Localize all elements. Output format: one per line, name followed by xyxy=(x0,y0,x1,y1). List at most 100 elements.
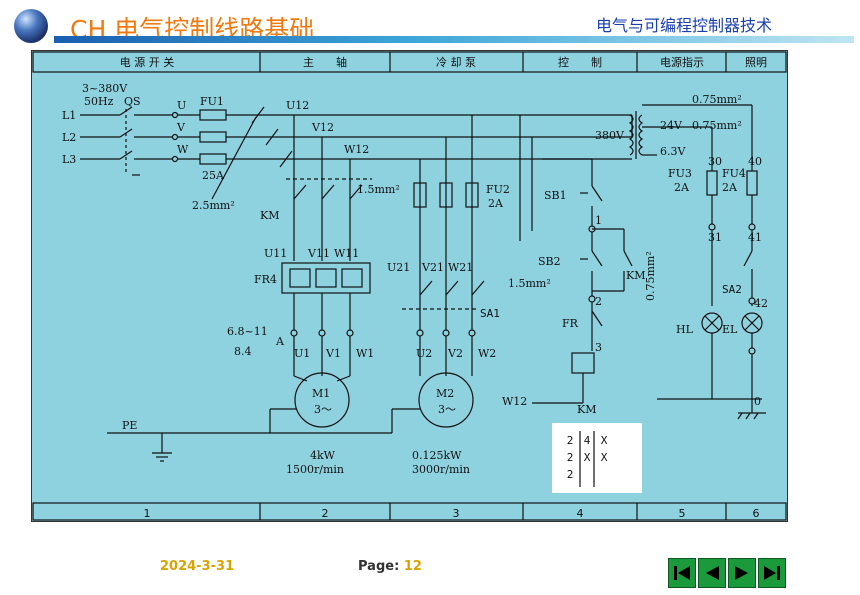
label-km-aux: KM xyxy=(626,269,645,282)
label-node-2: 2 xyxy=(595,295,602,308)
globe-logo xyxy=(14,9,48,43)
column-header-power-indicator: 电源指示 xyxy=(660,55,704,69)
label-sb2: SB2 xyxy=(538,255,561,268)
label-v2: V2 xyxy=(447,347,463,360)
skip-forward-icon xyxy=(764,566,780,580)
column-number-6: 6 xyxy=(753,507,760,520)
next-slide-button[interactable] xyxy=(728,558,756,588)
last-slide-button[interactable] xyxy=(758,558,786,588)
label-m1: M1 xyxy=(312,387,330,400)
circuit-diagram: 电 源 开 关 主 轴 冷 却 泵 控 制 电源指示 照明 1 2 3 4 5 … xyxy=(31,50,788,522)
column-number-3: 3 xyxy=(453,507,460,520)
label-25a: 25A xyxy=(202,169,225,182)
column-number-2: 2 xyxy=(322,507,329,520)
label-fu3: FU3 xyxy=(668,167,692,180)
label-sa2: SA2 xyxy=(722,283,742,296)
label-w12-control: W12 xyxy=(502,395,527,408)
label-m1-phase: 3～ xyxy=(314,403,332,416)
label-w11: W11 xyxy=(334,247,359,260)
column-header-lighting: 照明 xyxy=(745,56,767,69)
label-el: EL xyxy=(722,323,738,336)
column-header-power-switch: 电 源 开 关 xyxy=(120,55,175,69)
course-name: 电气与可编程控制器技术 xyxy=(595,16,772,35)
skip-back-icon xyxy=(674,566,690,580)
label-pe: PE xyxy=(122,419,137,432)
label-wire-075-a: 0.75mm² xyxy=(692,93,742,106)
footer-date: 2024-3-31 xyxy=(160,559,235,574)
label-m2-power: 0.125kW xyxy=(412,449,462,462)
arrow-right-icon xyxy=(735,566,748,580)
label-node-41: 41 xyxy=(748,231,762,244)
label-node-31: 31 xyxy=(708,231,722,244)
first-slide-button[interactable] xyxy=(668,558,696,588)
label-u21: U21 xyxy=(387,261,410,274)
label-node-30: 30 xyxy=(708,155,722,168)
column-header-coolant-pump: 冷 却 泵 xyxy=(436,56,476,69)
column-number-1: 1 xyxy=(144,507,151,520)
label-fr-current-top: 6.8~11 xyxy=(227,325,268,338)
label-sa1: SA1 xyxy=(480,307,500,320)
label-l2: L2 xyxy=(62,131,76,144)
label-wire-075-b: 0.75mm² xyxy=(692,119,742,132)
slide-navigation xyxy=(668,558,786,588)
label-node-3: 3 xyxy=(595,341,602,354)
km-table-right-2: X xyxy=(601,451,608,464)
label-m1-speed: 1500r/min xyxy=(286,463,344,476)
column-number-5: 5 xyxy=(679,507,686,520)
label-380v: 380V xyxy=(595,129,625,142)
label-w: W xyxy=(177,143,189,156)
label-wire-075-c: 0.75mm² xyxy=(644,251,657,301)
column-header-control: 控 制 xyxy=(558,55,602,69)
label-fu4-rating: 2A xyxy=(722,181,738,194)
footer-page: Page: 12 xyxy=(358,559,422,574)
label-wire-1-5-b: 1.5mm² xyxy=(508,277,551,290)
column-header-spindle: 主 轴 xyxy=(303,55,347,69)
km-table-right-1: X xyxy=(601,434,608,447)
km-table-mid-2: X xyxy=(584,451,591,464)
label-hl: HL xyxy=(676,323,694,336)
label-u: U xyxy=(177,99,186,112)
previous-slide-button[interactable] xyxy=(698,558,726,588)
label-l1: L1 xyxy=(62,109,76,122)
label-m2-speed: 3000r/min xyxy=(412,463,470,476)
label-v12: V12 xyxy=(311,121,334,134)
label-qs: QS xyxy=(124,95,141,108)
label-fr-current-bottom: 8.4 xyxy=(234,345,252,358)
km-table-left-2: 2 xyxy=(567,451,574,464)
km-table-left-1: 2 xyxy=(567,434,574,447)
label-w21: W21 xyxy=(448,261,473,274)
km-table-mid-1: 4 xyxy=(584,434,591,447)
label-wire-2-5: 2.5mm² xyxy=(192,199,235,212)
arrow-left-icon xyxy=(706,566,719,580)
label-v: V xyxy=(176,121,186,134)
label-v11: V11 xyxy=(307,247,330,260)
label-u12: U12 xyxy=(286,99,309,112)
label-v21: V21 xyxy=(421,261,444,274)
label-u1: U1 xyxy=(294,347,310,360)
km-table-left-3: 2 xyxy=(567,468,574,481)
label-km-coil: KM xyxy=(577,403,596,416)
label-fu1: FU1 xyxy=(200,95,224,108)
label-6-3v: 6.3V xyxy=(660,145,686,158)
label-fr: FR xyxy=(562,317,579,330)
label-supply-voltage: 3~380V xyxy=(82,82,128,95)
label-24v: 24V xyxy=(660,119,683,132)
label-node-1: 1 xyxy=(595,214,602,227)
label-v1: V1 xyxy=(325,347,341,360)
label-km-main: KM xyxy=(260,209,279,222)
label-u2: U2 xyxy=(416,347,432,360)
column-number-4: 4 xyxy=(577,507,584,520)
label-a: A xyxy=(275,335,285,348)
label-fr4: FR4 xyxy=(254,273,277,286)
label-supply-freq: 50Hz xyxy=(84,95,114,108)
label-wire-1-5-a: 1.5mm² xyxy=(357,183,400,196)
label-fu2: FU2 xyxy=(486,183,510,196)
label-node-40: 40 xyxy=(748,155,762,168)
label-node-0: 0 xyxy=(754,395,761,408)
label-l3: L3 xyxy=(62,153,76,166)
page-number: 12 xyxy=(403,559,422,574)
label-w12: W12 xyxy=(344,143,369,156)
label-w2: W2 xyxy=(478,347,496,360)
label-node-42: 42 xyxy=(754,297,768,310)
label-m1-power: 4kW xyxy=(310,449,336,462)
